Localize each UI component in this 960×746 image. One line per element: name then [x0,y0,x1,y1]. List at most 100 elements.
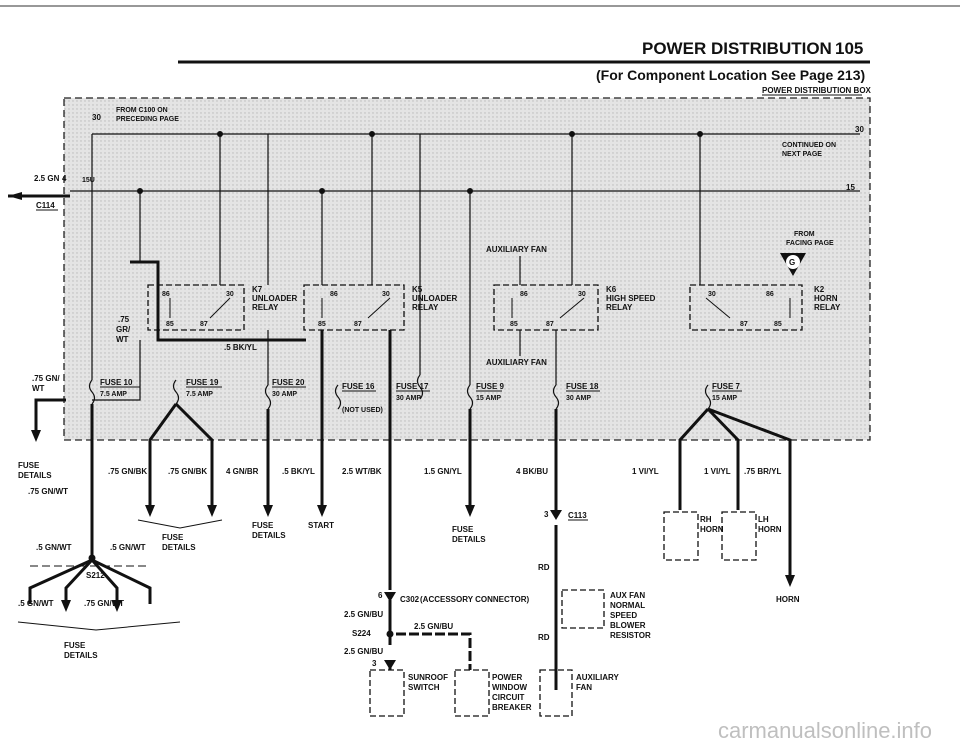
fuse-17: FUSE 17 30 AMP [396,382,430,402]
relay-k2-pin-a: 30 [708,291,716,298]
relay-k7-line1: UNLOADER [252,294,298,303]
fuse-details-5a: FUSE [64,641,86,650]
relay-k6-pin-a: 86 [520,291,528,298]
box-label: POWER DISTRIBUTION BOX [762,86,872,95]
wire-rd1: RD [538,563,550,572]
auxfan-2: FAN [576,683,592,692]
fuse-details-2b: DETAILS [162,543,196,552]
wire-w18: 2.5 GN/BU [344,647,383,656]
wire-w8: 1 VI/YL [632,467,659,476]
c302-desc: (ACCESSORY CONNECTOR) [420,595,530,604]
pin-3b-label: 3 [544,510,549,519]
aux-res-3: SPEED [610,611,637,620]
wire-w5: 2.5 WT/BK [342,467,382,476]
watermark: carmanualsonline.info [718,718,932,743]
rh-horn-box [663,511,699,561]
s224-label: S224 [352,629,371,638]
relay-k2: 30 86 87 85 K2 HORN RELAY [689,284,841,331]
wire-25gn-label: 2.5 GN [34,174,60,183]
preceding-page-label: PRECEDING PAGE [116,116,179,123]
wire-w14: .5 GN/WT [18,599,54,608]
wire-w3: 4 GN/BR [226,467,259,476]
relay-k6-pin-c: 85 [510,321,518,328]
aux-fan-top-label: AUXILIARY FAN [486,245,547,254]
wire-w10: .75 BR/YL [744,467,781,476]
down-arrow-icons [61,505,795,612]
fuse-18-name: FUSE 18 [566,382,599,391]
sunroof-switch-box [369,669,405,717]
wire-75gnwt-left-2: WT [32,384,45,393]
s212-label: S212 [86,571,105,580]
from-c100-label: FROM C100 ON [116,107,168,114]
fuse-19-name: FUSE 19 [186,378,219,387]
output-wires [90,330,792,690]
c114-label: C114 [36,201,55,210]
relay-k5-pin-b: 30 [382,291,390,298]
pin-3a-label: 3 [372,659,377,668]
fuse-16-name: FUSE 16 [342,382,375,391]
power-window-box [454,669,490,717]
fuse-details-3b: DETAILS [252,531,286,540]
wire-w9: 1 VI/YL [704,467,731,476]
rh-label: RH [700,515,712,524]
fuse-17-amp: 30 AMP [396,395,421,402]
relay-k5-code: K5 [412,285,423,294]
relay-k7-line2: RELAY [252,303,279,312]
fuse-9-name: FUSE 9 [476,382,505,391]
relay-k5-line2: RELAY [412,303,439,312]
relay-k7-pin-a: 86 [162,291,170,298]
power-distribution-box [63,97,871,441]
fuse-details-2a: FUSE [162,533,184,542]
wire-75gr-1: .75 [118,315,130,324]
fuse-17-name: FUSE 17 [396,382,429,391]
start-label: START [308,521,334,530]
relay-k2-pin-d: 85 [774,321,782,328]
relay-k5-pin-a: 86 [330,291,338,298]
relay-k7-pin-d: 87 [200,321,208,328]
fuse-20-name: FUSE 20 [272,378,305,387]
pin-30-right: 30 [855,125,864,134]
wire-w6: 1.5 GN/YL [424,467,462,476]
c302-label: C302 [400,595,420,604]
pin-15-right: 15 [846,183,855,192]
wire-5bkyl-box: .5 BK/YL [224,343,257,352]
page-subtitle: (For Component Location See Page 213) [596,67,865,83]
relay-k6-pin-b: 30 [578,291,586,298]
horn-label: HORN [776,595,800,604]
relay-k2-pin-b: 86 [766,291,774,298]
wire-w17: 2.5 GN/BU [414,622,453,631]
relay-k5-pin-d: 87 [354,321,362,328]
relay-k6-line1: HIGH SPEED [606,294,656,303]
from-facing-label: FROM [794,231,815,238]
pw-3: CIRCUIT [492,693,525,702]
pin-15u-label: 15U [82,177,95,184]
fuse-20-amp: 30 AMP [272,391,297,398]
continued-on-label: CONTINUED ON [782,142,836,149]
fuse-10-name: FUSE 10 [100,378,133,387]
relay-k2-code: K2 [814,285,825,294]
wire-w4: .5 BK/YL [282,467,315,476]
input-arrow-icon [8,192,22,200]
lh-label: LH [758,515,769,524]
next-page-label: NEXT PAGE [782,151,822,158]
pin-30-left: 30 [92,113,101,122]
wire-w1: .75 GN/BK [108,467,147,476]
wire-w11: .75 GN/WT [28,487,68,496]
fuse-symbols [88,374,712,410]
relay-k7: 86 30 85 87 K7 UNLOADER RELAY [147,284,298,331]
fuse-16: FUSE 16 [342,382,376,392]
wire-w2: .75 GN/BK [168,467,207,476]
fuse-7-name: FUSE 7 [712,382,741,391]
aux-res-5: RESISTOR [610,631,651,640]
relay-k2-pin-c: 87 [740,321,748,328]
fuse-details-5b: DETAILS [64,651,98,660]
g-marker-label: G [789,258,795,267]
wire-75gr-3: WT [116,335,129,344]
fuse-10: FUSE 10 7.5 AMP [100,378,140,398]
fuse-10-amp: 7.5 AMP [100,391,127,398]
wire-75gnwt-left-1: .75 GN/ [32,374,60,383]
fuse-details-4a: FUSE [452,525,474,534]
sunroof-1: SUNROOF [408,673,448,682]
fuse-details-1b: DETAILS [18,471,52,480]
wire-w7: 4 BK/BU [516,467,548,476]
